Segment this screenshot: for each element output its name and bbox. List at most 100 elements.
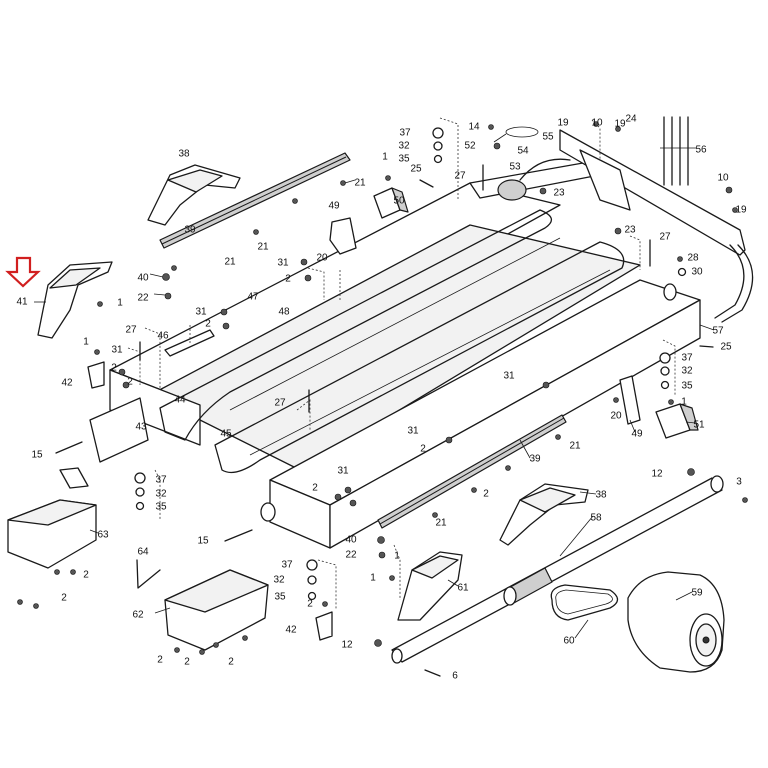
callout-label-c39a: 39: [184, 225, 196, 236]
red-highlight-arrow: [5, 256, 41, 288]
callout-label-c31a: 31: [111, 345, 123, 356]
callout-label-c1e: 1: [394, 551, 400, 562]
block-50: [373, 187, 409, 219]
callout-label-c57: 57: [712, 326, 724, 337]
leader-lines: [34, 147, 715, 639]
callout-label-c42a: 42: [61, 378, 73, 389]
callout-label-c43: 43: [135, 422, 147, 433]
end-cap-61: [397, 551, 463, 621]
callout-label-c58: 58: [590, 513, 602, 524]
rear-cover-63: [7, 467, 97, 569]
callout-label-c12b: 12: [341, 640, 353, 651]
decal-46: [164, 329, 215, 357]
callout-label-c41: 41: [16, 297, 28, 308]
side-rail-left-39: [159, 152, 351, 249]
callout-label-c27d: 27: [274, 398, 286, 409]
foot-rail-cap-38-top: [147, 164, 241, 226]
rear-cover-62: [164, 569, 269, 651]
foot-rail-cap-38-bottom: [499, 483, 589, 546]
callout-label-c23a: 23: [553, 188, 565, 199]
callout-label-c20a: 20: [316, 253, 328, 264]
callout-label-c2h: 2: [83, 570, 89, 581]
callout-label-c21e: 21: [435, 518, 447, 529]
callout-label-c15a: 15: [31, 450, 43, 461]
callout-label-c32d: 32: [273, 575, 285, 586]
callout-label-c1c: 1: [382, 152, 388, 163]
cable-ties-56: [663, 116, 689, 186]
callout-label-c49a: 49: [328, 201, 340, 212]
callout-label-c51: 51: [693, 420, 705, 431]
drive-motor-59: [627, 571, 725, 673]
callout-label-c22a: 22: [137, 293, 149, 304]
callout-label-c21a: 21: [354, 178, 366, 189]
bracket-42-left: [87, 361, 105, 389]
callout-label-c2k: 2: [157, 655, 163, 666]
rear-foot-41: [37, 261, 113, 339]
callout-label-c3: 3: [736, 477, 742, 488]
callout-label-c2m: 2: [228, 657, 234, 668]
callout-label-c54: 54: [517, 146, 529, 157]
callout-label-c2j: 2: [307, 599, 313, 610]
callout-label-c2a: 2: [111, 363, 117, 374]
callout-label-c32a: 32: [398, 141, 410, 152]
bracket-49-bottom: [619, 375, 641, 425]
callout-label-c53: 53: [509, 162, 521, 173]
callout-label-c50: 50: [393, 196, 405, 207]
callout-label-c27a: 27: [125, 325, 137, 336]
callout-label-c32b: 32: [681, 366, 693, 377]
callout-label-c22b: 22: [345, 550, 357, 561]
callout-label-c2i: 2: [61, 593, 67, 604]
callout-label-c1d: 1: [681, 397, 687, 408]
callout-label-c32c: 32: [155, 489, 167, 500]
callout-label-c38a: 38: [178, 149, 190, 160]
callout-label-c2d: 2: [285, 274, 291, 285]
callout-label-c44: 44: [174, 395, 186, 406]
callout-label-c14: 14: [468, 122, 480, 133]
callout-label-c27c: 27: [659, 232, 671, 243]
callout-label-c63: 63: [97, 530, 109, 541]
callout-label-c23b: 23: [624, 225, 636, 236]
callout-label-c1a: 1: [117, 298, 123, 309]
sensor-wire-55: [493, 126, 539, 143]
callout-label-c48: 48: [278, 307, 290, 318]
callout-label-c1b: 1: [83, 337, 89, 348]
callout-label-c31c: 31: [277, 258, 289, 269]
callout-label-c60: 60: [563, 636, 575, 647]
callout-label-c10b: 10: [717, 173, 729, 184]
callout-label-c10a: 10: [591, 118, 603, 129]
callout-label-c42b: 42: [285, 625, 297, 636]
callout-label-c15b: 15: [197, 536, 209, 547]
callout-label-c2b: 2: [127, 377, 133, 388]
callout-label-c25a: 25: [410, 164, 422, 175]
callout-label-c55: 55: [542, 132, 554, 143]
roller-58: [391, 475, 724, 664]
bracket-42-bottom: [315, 611, 333, 641]
drive-belt-60: [550, 584, 619, 621]
callout-label-c1f: 1: [370, 573, 376, 584]
callout-label-c35b: 35: [681, 381, 693, 392]
callout-label-c2l: 2: [184, 657, 190, 668]
callout-label-c35d: 35: [274, 592, 286, 603]
callout-label-c37b: 37: [681, 353, 693, 364]
callout-label-c52: 52: [464, 141, 476, 152]
callout-label-c21c: 21: [224, 257, 236, 268]
callout-label-c37a: 37: [399, 128, 411, 139]
callout-label-c45: 45: [220, 429, 232, 440]
hex-key-64: [136, 559, 161, 589]
callout-label-c19b: 19: [614, 119, 626, 130]
callout-label-c2c: 2: [205, 319, 211, 330]
callout-label-c35a: 35: [398, 154, 410, 165]
callout-label-c21d: 21: [569, 441, 581, 452]
callout-label-c37c: 37: [155, 475, 167, 486]
pulley-53: [497, 179, 527, 201]
callout-label-c40b: 40: [345, 535, 357, 546]
callout-label-c31d: 31: [503, 371, 515, 382]
callout-label-c2g: 2: [312, 483, 318, 494]
callout-label-c20b: 20: [610, 411, 622, 422]
callout-label-c62: 62: [132, 610, 144, 621]
bracket-49-top: [329, 217, 357, 255]
callout-label-c31f: 31: [337, 466, 349, 477]
callout-label-c28: 28: [687, 253, 699, 264]
